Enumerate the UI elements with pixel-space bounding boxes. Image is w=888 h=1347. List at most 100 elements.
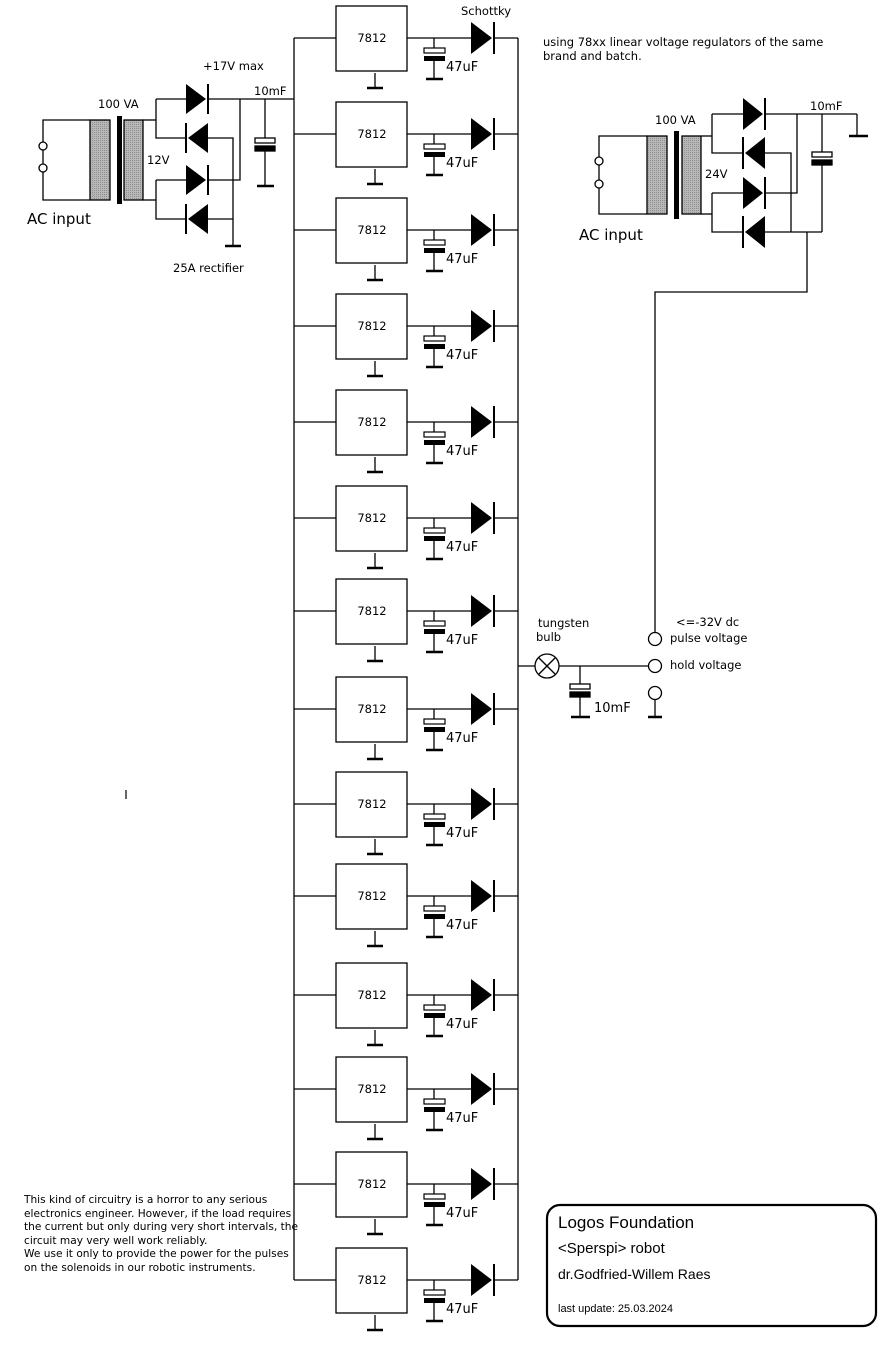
schottky-diode xyxy=(471,406,495,438)
regulator-label: 7812 xyxy=(357,988,386,1002)
bulb-label-line-1: tungsten xyxy=(538,616,589,630)
tungsten-bulb xyxy=(518,653,649,679)
right-bridge-rectifier xyxy=(654,98,868,632)
capacitor-label: 47uF xyxy=(446,252,478,267)
left-bridge-rectifier xyxy=(185,84,294,248)
schottky-diode xyxy=(471,595,495,627)
regulator-7812 xyxy=(335,389,408,456)
schottky-diode xyxy=(471,880,495,912)
bypass-capacitor xyxy=(423,896,446,939)
regulator-stage: 7812 47uF xyxy=(294,293,518,378)
capacitor-label: 47uF xyxy=(446,60,478,75)
diode xyxy=(743,98,766,130)
description-paragraph-1: This kind of circuitry is a horror to an… xyxy=(24,1194,299,1247)
bypass-capacitor xyxy=(423,230,446,273)
capacitor-label: 47uF xyxy=(446,1302,478,1317)
capacitor-label: 47uF xyxy=(446,348,478,363)
bypass-capacitor xyxy=(423,709,446,752)
regulator-label: 7812 xyxy=(357,415,386,429)
bypass-capacitor xyxy=(423,1184,446,1227)
diode xyxy=(743,177,766,209)
regulator-7812 xyxy=(335,863,408,930)
bypass-capacitor xyxy=(423,38,446,81)
regulator-note-line-1: using 78xx linear voltage regulators of … xyxy=(543,35,823,49)
capacitor-label: 47uF xyxy=(446,826,478,841)
regulator-7812 xyxy=(335,5,408,72)
capacitor-label: 47uF xyxy=(446,918,478,933)
ground-terminal[interactable] xyxy=(647,685,663,701)
left-ac-input-label: AC input xyxy=(27,210,91,228)
capacitor-label: 47uF xyxy=(446,1017,478,1032)
regulator-label: 7812 xyxy=(357,223,386,237)
regulator-note-line-2: brand and batch. xyxy=(543,49,642,63)
regulator-7812 xyxy=(335,1247,408,1314)
regulator-bank: 7812 47uF 7812 47uF 7812 47uF 7812 47uF 7812 47uF… xyxy=(294,5,518,1332)
description-note: This kind of circuitry is a horror to an… xyxy=(24,1194,304,1275)
regulator-label: 7812 xyxy=(357,511,386,525)
regulator-7812 xyxy=(335,293,408,360)
diode xyxy=(185,204,208,234)
schottky-diode xyxy=(471,1168,495,1200)
pulse-voltage-limit: <=-32V dc xyxy=(676,615,739,629)
regulator-7812 xyxy=(335,101,408,168)
regulator-label: 7812 xyxy=(357,702,386,716)
regulator-label: 7812 xyxy=(357,1177,386,1191)
regulator-stage: 7812 47uF xyxy=(294,197,518,282)
capacitor-label: 47uF xyxy=(446,540,478,555)
regulator-7812 xyxy=(335,1056,408,1123)
bypass-capacitor xyxy=(423,1089,446,1132)
regulator-7812 xyxy=(335,771,408,838)
capacitor-label: 47uF xyxy=(446,1206,478,1221)
capacitor-label: 47uF xyxy=(446,633,478,648)
schottky-label: Schottky xyxy=(461,4,511,18)
regulator-stage: 7812 47uF xyxy=(294,485,518,570)
right-ac-input-label: AC input xyxy=(579,226,643,244)
bypass-capacitor xyxy=(423,326,446,369)
regulator-label: 7812 xyxy=(357,1082,386,1096)
regulator-7812 xyxy=(335,197,408,264)
capacitor-label: 47uF xyxy=(446,1111,478,1126)
bypass-capacitor xyxy=(423,611,446,654)
regulator-stage: 7812 47uF xyxy=(294,5,518,90)
regulator-stage: 7812 47uF xyxy=(294,1151,518,1236)
diode xyxy=(186,84,209,114)
capacitor-label: 47uF xyxy=(446,444,478,459)
schottky-diode xyxy=(471,310,495,342)
last-update: last update: 25.03.2024 xyxy=(558,1303,673,1315)
diode xyxy=(186,165,209,195)
bypass-capacitor xyxy=(423,804,446,847)
pulse-voltage-label: pulse voltage xyxy=(670,631,747,645)
schottky-diode xyxy=(471,1073,495,1105)
schottky-diode xyxy=(471,693,495,725)
schottky-diode xyxy=(471,214,495,246)
regulator-7812 xyxy=(335,578,408,645)
bus-rails xyxy=(293,38,519,1280)
left-transformer-rating: 100 VA xyxy=(98,97,139,111)
regulator-label: 7812 xyxy=(357,31,386,45)
regulator-label: 7812 xyxy=(357,1273,386,1287)
bypass-capacitor xyxy=(423,518,446,561)
schottky-diode xyxy=(471,1264,495,1296)
regulator-stage: 7812 47uF xyxy=(294,1056,518,1141)
right-secondary-voltage: 24V xyxy=(705,167,728,181)
rectifier-label: 25A rectifier xyxy=(173,261,244,275)
bypass-capacitor xyxy=(423,422,446,465)
regulator-stage: 7812 47uF xyxy=(294,1247,518,1332)
pulse-voltage-terminal[interactable] xyxy=(647,631,663,647)
regulator-label: 7812 xyxy=(357,127,386,141)
right-capacitor-label: 10mF xyxy=(810,99,842,113)
hold-voltage-terminal[interactable] xyxy=(647,658,663,674)
right-transformer-rating: 100 VA xyxy=(655,113,696,127)
diode xyxy=(185,123,208,153)
regulator-label: 7812 xyxy=(357,319,386,333)
left-transformer xyxy=(38,98,186,220)
schottky-diode xyxy=(471,979,495,1011)
regulator-stage: 7812 47uF xyxy=(294,962,518,1047)
output-capacitor-label: 10mF xyxy=(594,701,631,716)
regulator-stage: 7812 47uF xyxy=(294,389,518,474)
